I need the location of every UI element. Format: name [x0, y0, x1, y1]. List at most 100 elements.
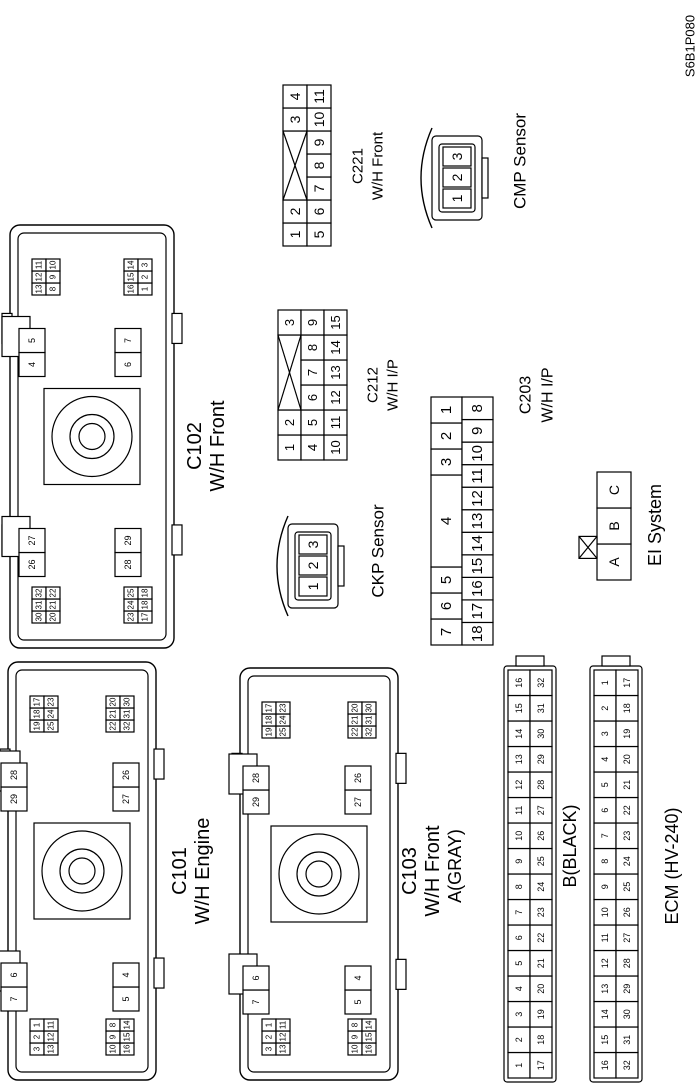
c102-harness: W/H Front	[207, 400, 229, 492]
pin-label: 22	[49, 588, 58, 597]
latch-tab	[153, 748, 165, 780]
pin-label: 17	[33, 697, 42, 706]
pin-label: 9	[109, 1034, 118, 1039]
pin-label: 2	[282, 419, 297, 426]
pin-label: 24	[47, 709, 56, 718]
pin-label: 7	[600, 833, 610, 838]
pin-label: 6	[514, 935, 524, 940]
pin-cell	[114, 327, 142, 354]
pin-label: 4	[121, 972, 131, 977]
pin-label: 21	[622, 780, 632, 790]
latch-tab	[153, 957, 165, 989]
pin-label: 16	[514, 678, 524, 688]
pin-label: 28	[123, 559, 133, 569]
pin-cell	[442, 146, 472, 167]
c221-name: C221	[350, 148, 367, 184]
pin-label: 9	[514, 859, 524, 864]
pin-label: 8	[514, 884, 524, 889]
pin-cell	[45, 258, 61, 272]
pin-label: 27	[121, 794, 131, 804]
pin-label: 31	[536, 703, 546, 713]
pin-label: 1	[141, 286, 150, 291]
pin-label: 5	[353, 999, 363, 1004]
pin-label: 23	[536, 907, 546, 917]
pin-label: 18	[141, 600, 150, 609]
ecm-tab	[601, 655, 631, 667]
pin-label: 6	[600, 808, 610, 813]
pin-label: 29	[123, 535, 133, 545]
pin-label: 10	[311, 112, 327, 128]
pin-label: 22	[536, 933, 546, 943]
c203-name: C203	[518, 376, 535, 414]
pin-label: 4	[305, 444, 320, 451]
pin-label: 16	[469, 580, 486, 597]
pin-label: 6	[251, 975, 261, 980]
pin-label: 32	[123, 721, 132, 730]
pin-label: 25	[279, 727, 288, 736]
pin-label: 32	[365, 727, 374, 736]
pin-label: 12	[35, 272, 44, 281]
pin-label: 14	[328, 340, 343, 354]
pin-label: 8	[109, 1022, 118, 1027]
figure-code: S6B1P080	[683, 15, 698, 77]
pin-label: 1	[514, 1063, 524, 1068]
c103-harness: W/H Front	[422, 825, 444, 917]
pin-cell	[43, 1018, 59, 1032]
pin-label: 12	[328, 390, 343, 404]
pin-label: 22	[622, 805, 632, 815]
pin-label: 22	[351, 727, 360, 736]
pin-label: 25	[127, 588, 136, 597]
pin-label: 4	[27, 362, 37, 367]
pin-cell	[323, 309, 348, 336]
pin-label: 9	[49, 274, 58, 279]
latch-tab	[171, 524, 183, 556]
c203-harness: W/H I/P	[540, 367, 557, 422]
pin-label: 3	[305, 540, 321, 548]
pin-label: 12	[514, 780, 524, 790]
pin-label: 13	[514, 754, 524, 764]
pin-label: 2	[600, 706, 610, 711]
pin-label: 15	[365, 1032, 374, 1041]
pin-cell	[242, 965, 270, 991]
pin-label: 27	[536, 805, 546, 815]
pin-label: 31	[123, 709, 132, 718]
pin-label: 10	[328, 440, 343, 454]
pin-label: 13	[469, 513, 486, 530]
ecm-a-label: A(GRAY)	[445, 829, 465, 903]
sensor-hood	[276, 515, 289, 617]
hub-inner	[305, 860, 333, 888]
pin-label: 6	[438, 602, 455, 610]
pin-label: 2	[449, 173, 465, 181]
pin-label: 23	[47, 697, 56, 706]
pin-label: 20	[622, 754, 632, 764]
pin-label: 28	[536, 780, 546, 790]
pin-label: 8	[351, 1022, 360, 1027]
c212-name: C212	[365, 367, 382, 403]
pin-label: 16	[123, 1044, 132, 1053]
pin-label: 7	[305, 369, 320, 376]
pin-label: 1	[305, 582, 321, 590]
pin-cell	[298, 576, 328, 597]
pin-label: 11	[35, 260, 44, 269]
hub-inner	[78, 422, 106, 451]
pin-label: 17	[536, 1060, 546, 1070]
pin-label: 6	[311, 207, 327, 215]
pin-label: 20	[49, 612, 58, 621]
pin-label: 2	[287, 207, 303, 215]
pin-label: 26	[536, 831, 546, 841]
pin-label: 16	[365, 1044, 374, 1053]
pin-label: 27	[353, 797, 363, 807]
pin-label: 29	[251, 797, 261, 807]
pin-label: 11	[311, 89, 327, 104]
pin-label: 25	[536, 856, 546, 866]
pin-label: 12	[279, 1032, 288, 1041]
pin-label: 8	[305, 344, 320, 351]
pin-label: 8	[469, 404, 486, 412]
pin-label: 20	[536, 984, 546, 994]
pin-label: 2	[305, 561, 321, 569]
pin-cell	[361, 701, 377, 715]
pin-label: 29	[536, 754, 546, 764]
pin-label: 1	[282, 444, 297, 451]
pin-label: 18	[622, 703, 632, 713]
